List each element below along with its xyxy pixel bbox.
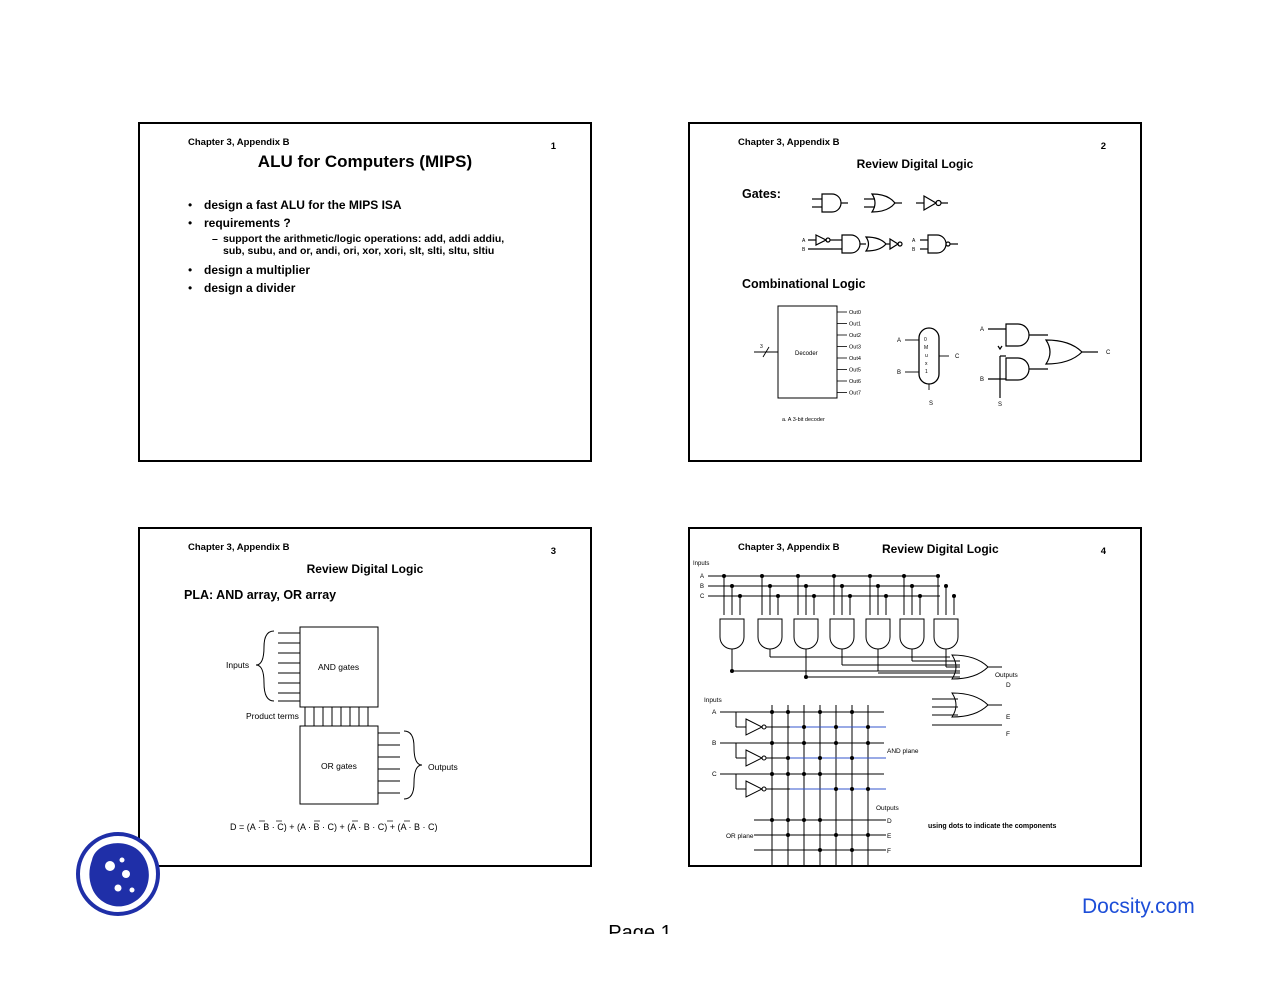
bullet-list: design a fast ALU for the MIPS ISA requi… <box>188 196 504 297</box>
gates-label: Gates: <box>742 187 781 201</box>
slide-header: Chapter 3, Appendix B <box>188 137 290 148</box>
pla-or-gates-label: OR gates <box>321 761 357 771</box>
decoder-label: Decoder <box>795 351 818 357</box>
decoder-diagram: 3 Decoder Out0 Out1 Out2 Out3 Out4 Out5 … <box>754 305 861 423</box>
bullet-item: design a multiplier <box>188 261 504 279</box>
decoder-output: Out5 <box>849 368 861 374</box>
pla-gate-diagram: Inputs A B C <box>693 561 1056 865</box>
mux-body: x <box>925 361 928 367</box>
not-gate-icon <box>916 194 948 212</box>
gate-circuit-s: S <box>998 402 1002 408</box>
or-gate-icon <box>864 193 902 213</box>
pla-block-diagram: Inputs AND gates Product terms OR gates … <box>226 626 458 805</box>
bullet-item: design a fast ALU for the MIPS ISA <box>188 196 504 214</box>
mux-in-b: B <box>897 370 901 376</box>
mux-body: M <box>924 345 928 351</box>
bullet-item: design a divider <box>188 279 504 297</box>
plane-input-a: A <box>712 709 717 716</box>
slide-1: Chapter 3, Appendix B 1 ALU for Computer… <box>138 122 592 462</box>
svg-text:B: B <box>802 247 806 253</box>
top-inputs-label: Inputs <box>693 561 709 567</box>
output-label-d: D <box>1006 682 1011 689</box>
bullet-item: requirements ? <box>188 214 504 232</box>
decoder-output: Out4 <box>849 356 861 362</box>
plane-output-e: E <box>887 833 892 840</box>
plane-inputs-label: Inputs <box>704 697 722 704</box>
input-label-b: B <box>700 584 704 590</box>
sub-bullet: – support the arithmetic/logic operation… <box>212 233 505 257</box>
decoder-output: Out1 <box>849 322 861 328</box>
gate-circuit-c: C <box>1106 350 1111 356</box>
plane-output-f: F <box>887 848 891 855</box>
page-label: Page 1 <box>608 922 672 934</box>
mux-body: 1 <box>925 369 928 375</box>
dots-note: using dots to indicate the components <box>928 823 1056 830</box>
mux-in-a: A <box>897 338 901 344</box>
combinational-label: Combinational Logic <box>742 277 866 291</box>
plane-output-d: D <box>887 818 892 825</box>
slide-title: Review Digital Logic <box>856 157 974 171</box>
or-plane-label: OR plane <box>726 833 754 840</box>
decoder-input-label: 3 <box>760 344 763 350</box>
output-label-f: F <box>1006 731 1010 738</box>
gate-circuit-a: A <box>980 327 984 333</box>
pla-and-gates-label: AND gates <box>318 662 359 672</box>
slide-header: Chapter 3, Appendix B <box>738 137 840 148</box>
sub-bullet-line: support the arithmetic/logic operations:… <box>223 233 505 245</box>
plane-input-b: B <box>712 740 716 747</box>
svg-text:A: A <box>802 238 806 244</box>
mux-body: 0 <box>924 337 927 343</box>
input-label-c: C <box>700 594 705 600</box>
decoder-output: Out3 <box>849 345 861 351</box>
svg-text:B: B <box>912 247 916 253</box>
equation-text: D = (A · B · C) + (A · B · C) + (A · B ·… <box>230 822 438 832</box>
mux-diagram: A B C S 0 M u x 1 <box>897 327 960 407</box>
mux-body: u <box>925 353 928 359</box>
docsity-brand-link[interactable]: Docsity.com <box>1082 895 1195 918</box>
slide-title: Review Digital Logic <box>306 562 424 576</box>
slide-4: Chapter 3, Appendix B 4 Review Digital L… <box>688 527 1142 867</box>
decoder-output: Out7 <box>849 391 861 397</box>
and-plane-label: AND plane <box>887 748 919 755</box>
pla-equation: D = (A · B · C) + (A · B · C) + (A · B ·… <box>230 820 438 832</box>
and-gate-icon <box>812 193 848 213</box>
gate-circuit-diagram: A B C S <box>980 323 1111 408</box>
decoder-caption: a. A 3-bit decoder <box>782 417 825 423</box>
plane-outputs-label: Outputs <box>876 805 900 812</box>
mux-out: C <box>955 354 960 360</box>
gate-symbols-row1 <box>812 193 948 213</box>
pla-inputs-label: Inputs <box>226 660 249 670</box>
slide-number: 1 <box>550 141 556 152</box>
input-label-a: A <box>700 574 704 580</box>
gate-circuit-b: B <box>980 377 984 383</box>
slide-number: 2 <box>1100 141 1106 152</box>
mux-select: S <box>929 401 933 407</box>
slide-header: Chapter 3, Appendix B <box>738 542 840 553</box>
slide-3: Chapter 3, Appendix B 3 Review Digital L… <box>138 527 592 867</box>
slide-2: Chapter 3, Appendix B 2 Review Digital L… <box>688 122 1142 462</box>
pla-outputs-label: Outputs <box>428 762 458 772</box>
slide-number: 4 <box>1100 546 1106 557</box>
pla-product-terms-label: Product terms <box>246 711 299 721</box>
decoder-output: Out6 <box>849 379 861 385</box>
output-label-e: E <box>1006 714 1011 721</box>
slide-title: Review Digital Logic <box>882 542 999 556</box>
slide-number: 3 <box>550 546 556 557</box>
slide-header: Chapter 3, Appendix B <box>188 542 290 553</box>
top-outputs-label: Outputs <box>995 672 1019 679</box>
decoder-output: Out2 <box>849 333 861 339</box>
plane-input-c: C <box>712 771 717 778</box>
svg-text:A: A <box>912 238 916 244</box>
slide-title: ALU for Computers (MIPS) <box>257 152 473 171</box>
decoder-output: Out0 <box>849 310 861 316</box>
docsity-logo-icon <box>76 832 160 916</box>
sub-bullet-line: sub, subu, and or, andi, ori, xor, xori,… <box>223 245 495 257</box>
pla-subtitle: PLA: AND array, OR array <box>184 588 337 602</box>
gate-symbols-row2: AB AB <box>802 234 958 254</box>
